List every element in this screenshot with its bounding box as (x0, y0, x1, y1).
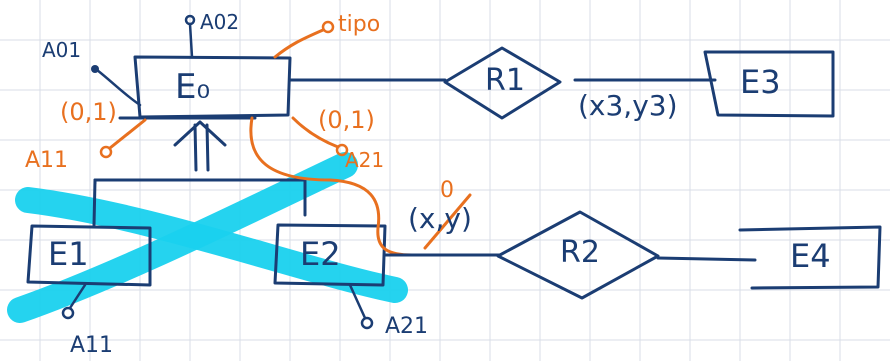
hierarchy-drop-left (92, 178, 97, 227)
attr-a11-migrated-dot[interactable] (99, 145, 113, 159)
attr-a01-label: A01 (42, 38, 82, 62)
attr-a21-migrated-line (291, 116, 340, 149)
relationship-r1-diamond[interactable] (443, 46, 562, 120)
relationship-r1-label: R1 (485, 63, 525, 98)
e0-r2-connection (249, 116, 414, 257)
attr-tipo-label: tipo (338, 12, 381, 37)
card-e0-right: (0,1) (318, 106, 375, 134)
card-e0-left: (0,1) (60, 98, 117, 126)
link-r2-e4 (656, 256, 757, 262)
card-r2: (x,y) (408, 202, 472, 235)
entity-e4-label: E4 (790, 237, 831, 275)
hierarchy-stem-left (193, 123, 198, 172)
entity-e2-label: E2 (300, 235, 341, 273)
entity-e1-box[interactable] (26, 224, 152, 287)
relationship-r2-label: R2 (560, 235, 600, 270)
relationship-r2-diamond[interactable] (496, 210, 660, 300)
attr-a21-dot[interactable] (360, 316, 374, 330)
attr-a11-dot[interactable] (61, 306, 75, 320)
entity-e1-label: E1 (48, 235, 89, 273)
hierarchy-stem-right (205, 123, 210, 172)
entity-e0-box[interactable] (133, 55, 292, 119)
attr-a01-dot[interactable] (91, 65, 99, 73)
attr-a02-dot[interactable] (184, 14, 196, 26)
entity-e3-label: E3 (740, 63, 781, 101)
attr-a01-line (95, 68, 142, 107)
attr-tipo-dot[interactable] (321, 20, 335, 34)
attr-a21-migrated-dot[interactable] (335, 143, 349, 157)
attr-a11-label: A11 (70, 333, 114, 358)
entity-e3-box[interactable] (703, 50, 835, 118)
entity-e4-box[interactable] (738, 225, 882, 290)
entity-e2-box[interactable] (273, 223, 387, 287)
card-r1: (x3,y3) (578, 89, 678, 122)
attr-a11-migrated-line (108, 118, 147, 150)
attr-a11-migrated-label: A11 (25, 148, 69, 173)
hierarchy-arrow-up (173, 120, 227, 147)
attr-a21-migrated-label: A21 (345, 148, 385, 172)
attr-a21-line (348, 283, 367, 320)
attr-a02-line (188, 22, 194, 59)
card-r2-correction: 0 (440, 178, 454, 203)
entity-e0-label: E₀ (175, 67, 211, 107)
attr-a02-label: A02 (200, 10, 240, 34)
card-r2-strike (423, 193, 472, 250)
attr-tipo-line (273, 28, 325, 59)
cross-stroke-1 (15, 187, 408, 303)
attr-a11-line (68, 283, 87, 310)
attr-a21-label: A21 (385, 314, 429, 339)
